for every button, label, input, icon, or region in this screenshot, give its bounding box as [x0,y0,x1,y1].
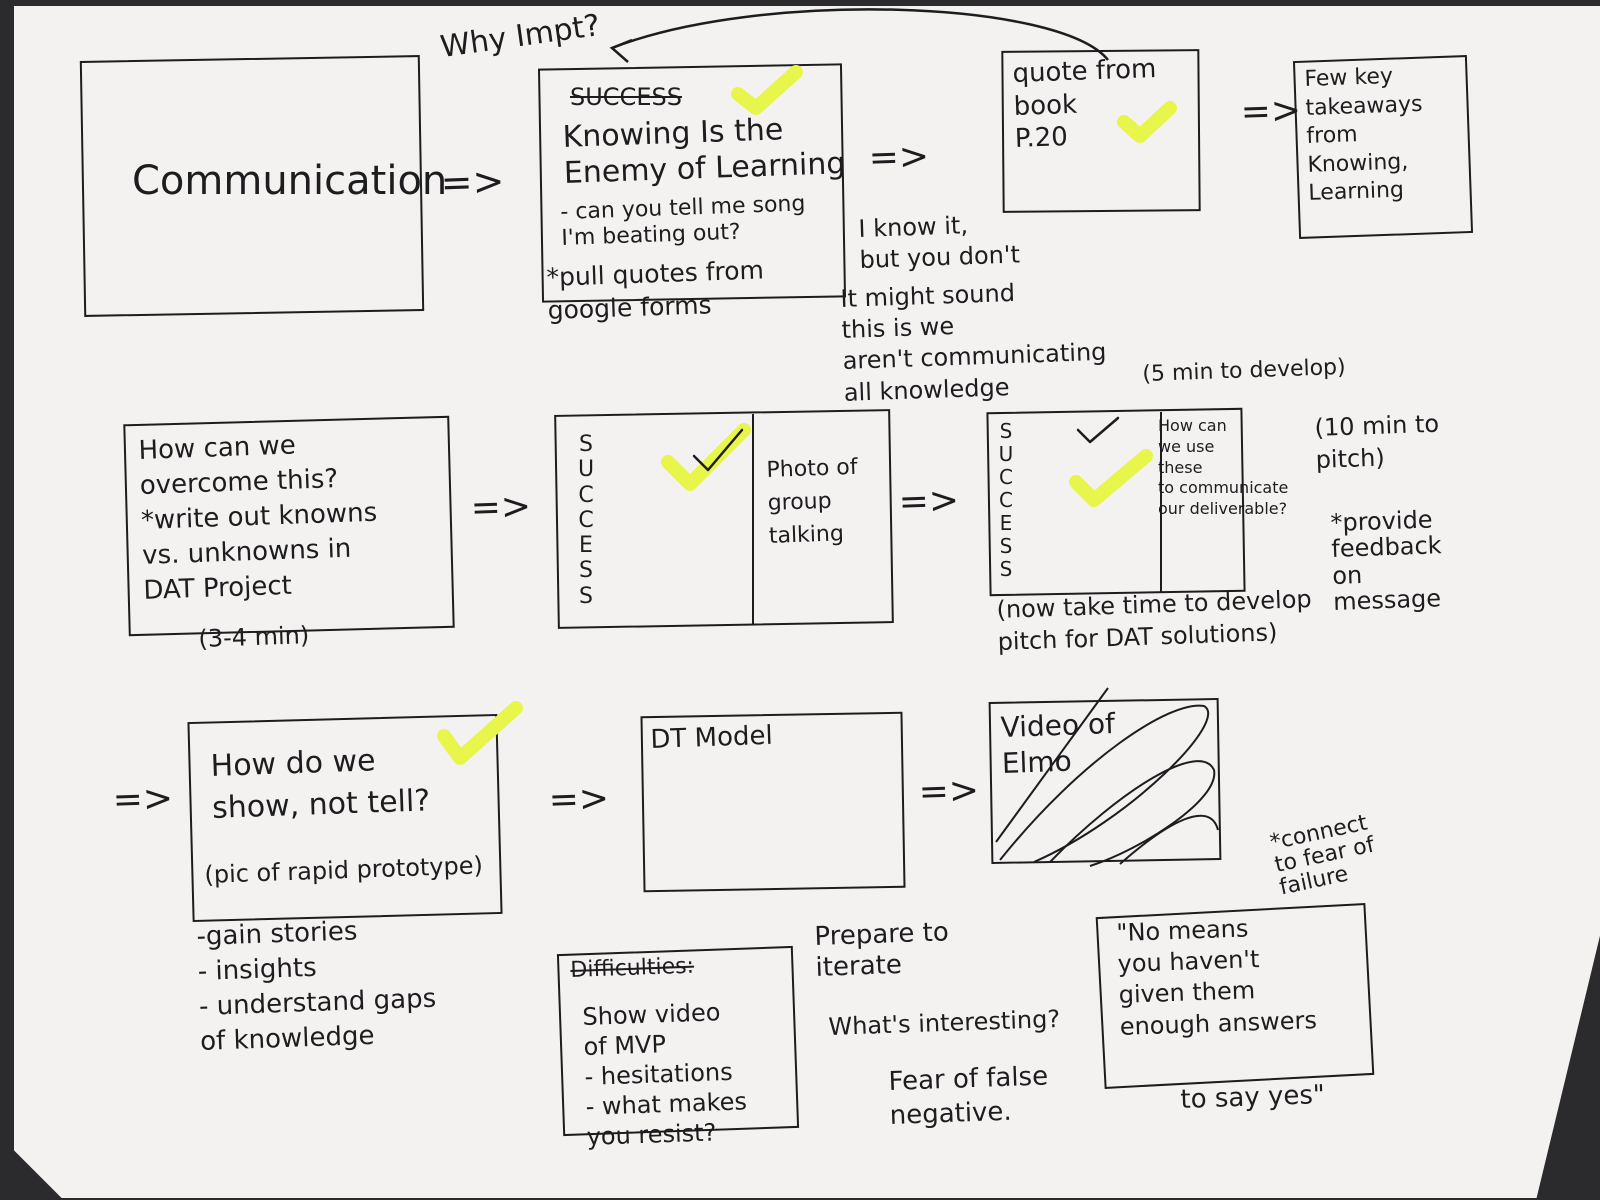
elmo-scribble [995,687,1219,867]
check-icon [1117,101,1177,143]
success-vertical-2: SUCCESS [998,419,1014,581]
check-icon [692,428,744,472]
success-photo-divider [752,414,754,624]
success-heading: SUCCESS [570,83,682,111]
check-icon [437,701,523,765]
check-icon [1069,449,1153,507]
check-marks [437,65,1177,765]
success-vertical-1: SUCCESS [577,432,595,609]
success-communicate-divider [1160,412,1162,592]
check-icon [731,65,803,115]
how-can-use-text: How can we use these to communicate our … [1158,416,1289,519]
communication-label: Communication [132,158,448,204]
curved-arrowhead [609,38,633,63]
curved-arrow [611,8,1109,61]
check-icon [1076,416,1120,444]
paper-sheet [14,6,1600,1198]
check-icon [661,423,751,491]
